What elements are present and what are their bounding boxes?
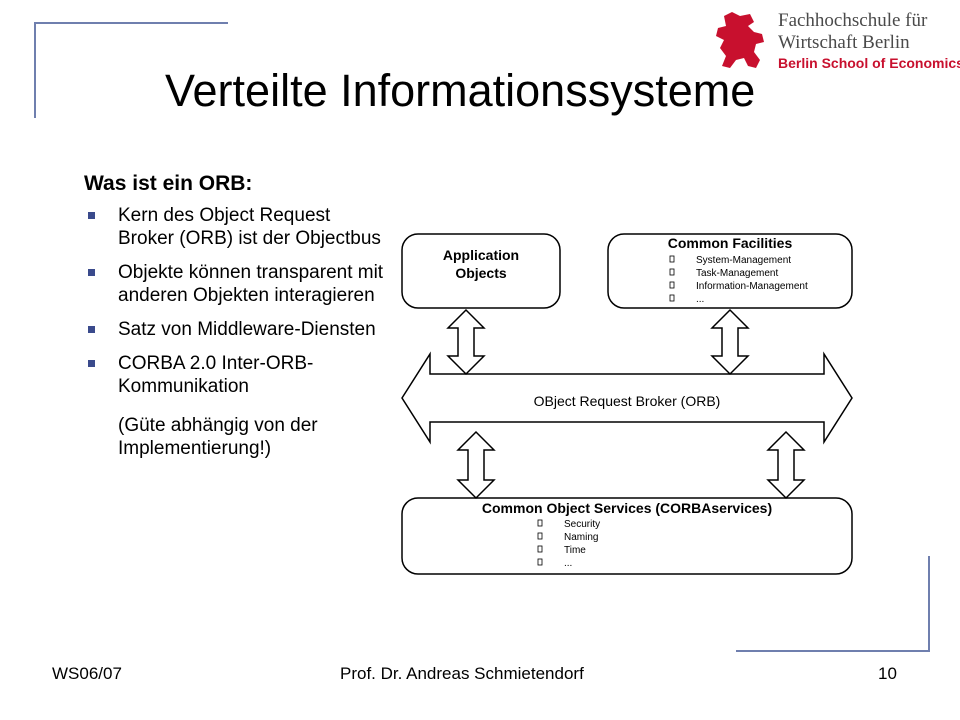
service-item: ... [564, 558, 572, 569]
square-bullet-icon [88, 326, 95, 333]
bullet-list: Kern des Object Request Broker (ORB) ist… [84, 204, 384, 471]
bullet-note: (Güte abhängig von der Implementierung!) [84, 414, 384, 460]
section-heading: Was ist ein ORB: [84, 172, 253, 195]
common-object-services-box [401, 497, 853, 575]
bullet-item: Kern des Object Request Broker (ORB) ist… [84, 204, 384, 250]
bullet-item: CORBA 2.0 Inter-ORB-Kommunikation [84, 352, 384, 398]
footer-semester: WS06/07 [52, 664, 122, 683]
checkbox-icon [669, 268, 675, 276]
bullet-text: Objekte können transparent mit anderen O… [118, 262, 384, 306]
checkbox-icon [669, 294, 675, 302]
orb-label: OBject Request Broker (ORB) [534, 393, 721, 409]
common-facilities-box [607, 233, 853, 309]
bullet-item: Objekte können transparent mit anderen O… [84, 261, 384, 307]
logo-line-1: Fachhochschule für [778, 10, 928, 31]
corba-architecture-diagram: Application Objects Common Facilities Sy… [401, 233, 853, 575]
checkbox-icon [537, 545, 543, 553]
bear-icon [716, 12, 764, 68]
common-facilities-title: Common Facilities [668, 235, 793, 251]
double-arrow-icon [446, 308, 486, 376]
top-left-rule [34, 22, 228, 24]
service-item: Time [564, 545, 586, 556]
institution-logo: Fachhochschule für Wirtschaft Berlin Ber… [706, 8, 960, 74]
note-text: (Güte abhängig von der Implementierung!) [118, 415, 318, 459]
double-arrow-icon [710, 308, 750, 376]
facility-item: System-Management [696, 255, 791, 266]
orb-bus-arrow [401, 351, 853, 445]
bullet-text: CORBA 2.0 Inter-ORB-Kommunikation [118, 353, 314, 397]
square-bullet-icon [88, 269, 95, 276]
footer-author: Prof. Dr. Andreas Schmietendorf [340, 664, 584, 683]
slide-title: Verteilte Informationssysteme [165, 65, 756, 116]
bullet-item: Satz von Middleware-Diensten [84, 318, 384, 341]
service-item: Naming [564, 532, 598, 543]
checkbox-icon [669, 281, 675, 289]
checkbox-icon [537, 558, 543, 566]
facility-item: Information-Management [696, 281, 808, 292]
right-vertical-rule [928, 556, 930, 652]
double-arrow-icon [456, 430, 496, 500]
logo-line-3: Berlin School of Economics [778, 55, 960, 71]
facility-item: Task-Management [696, 268, 778, 279]
square-bullet-icon [88, 360, 95, 367]
double-arrow-icon [766, 430, 806, 500]
checkbox-icon [537, 532, 543, 540]
service-item: Security [564, 519, 600, 530]
facility-item: ... [696, 294, 704, 305]
application-objects-box [401, 233, 561, 309]
common-object-services-title: Common Object Services (CORBAservices) [482, 500, 772, 516]
checkbox-icon [669, 255, 675, 263]
left-vertical-rule [34, 22, 36, 118]
bottom-right-rule [736, 650, 930, 652]
bullet-text: Satz von Middleware-Diensten [118, 319, 376, 340]
application-objects-label: Objects [455, 265, 507, 281]
application-objects-label: Application [443, 247, 519, 263]
logo-line-2: Wirtschaft Berlin [778, 32, 910, 53]
footer-page-number: 10 [878, 664, 897, 683]
square-bullet-icon [88, 212, 95, 219]
checkbox-icon [537, 519, 543, 527]
bullet-text: Kern des Object Request Broker (ORB) ist… [118, 205, 381, 249]
